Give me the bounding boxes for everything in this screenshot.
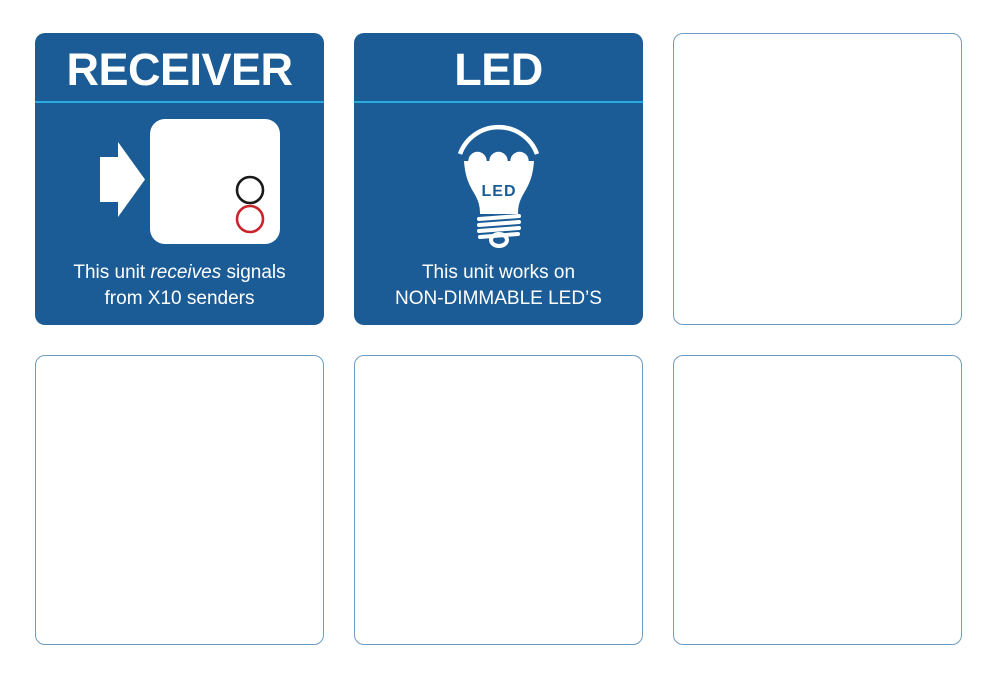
black-indicator-circle-icon bbox=[235, 175, 264, 205]
led-card-title: LED bbox=[454, 43, 543, 95]
led-card-caption: This unit works on NON-DIMMABLE LED’S bbox=[354, 260, 643, 325]
bulb-screw-threads bbox=[476, 213, 521, 239]
arrow-right-icon bbox=[99, 142, 145, 217]
header-divider-line bbox=[354, 101, 643, 103]
receiver-caption-line1: This unit receives signals bbox=[73, 262, 286, 283]
red-indicator-circle-icon bbox=[235, 204, 264, 234]
bulb-dome-arc bbox=[457, 124, 539, 155]
receiver-unit-body bbox=[149, 119, 280, 244]
led-icon-area: LED bbox=[354, 103, 643, 260]
feature-card-led: LED LED bbox=[354, 33, 643, 325]
led-bulb-icon: LED bbox=[457, 124, 539, 248]
placeholder-card-1 bbox=[673, 33, 962, 325]
placeholder-card-2 bbox=[35, 355, 324, 645]
bulb-contact-tip bbox=[488, 231, 509, 248]
receiver-unit-with-arrow-icon bbox=[99, 119, 280, 244]
receiver-card-header: RECEIVER bbox=[35, 33, 324, 101]
placeholder-card-3 bbox=[354, 355, 643, 645]
receiver-caption-line2: from X10 senders bbox=[104, 288, 255, 309]
led-caption-line2: NON-DIMMABLE LED’S bbox=[395, 288, 602, 309]
bulb-led-label: LED bbox=[481, 183, 516, 200]
bulb-body bbox=[463, 160, 534, 214]
header-divider-line bbox=[35, 101, 324, 103]
receiver-card-caption: This unit receives signals from X10 send… bbox=[35, 260, 324, 325]
receiver-icon-area bbox=[35, 103, 324, 260]
led-caption-line1: This unit works on bbox=[421, 262, 576, 283]
receiver-card-title: RECEIVER bbox=[66, 43, 293, 95]
placeholder-card-4 bbox=[673, 355, 962, 645]
feature-card-receiver: RECEIVER This unit receives signals from… bbox=[35, 33, 324, 325]
led-card-header: LED bbox=[354, 33, 643, 101]
